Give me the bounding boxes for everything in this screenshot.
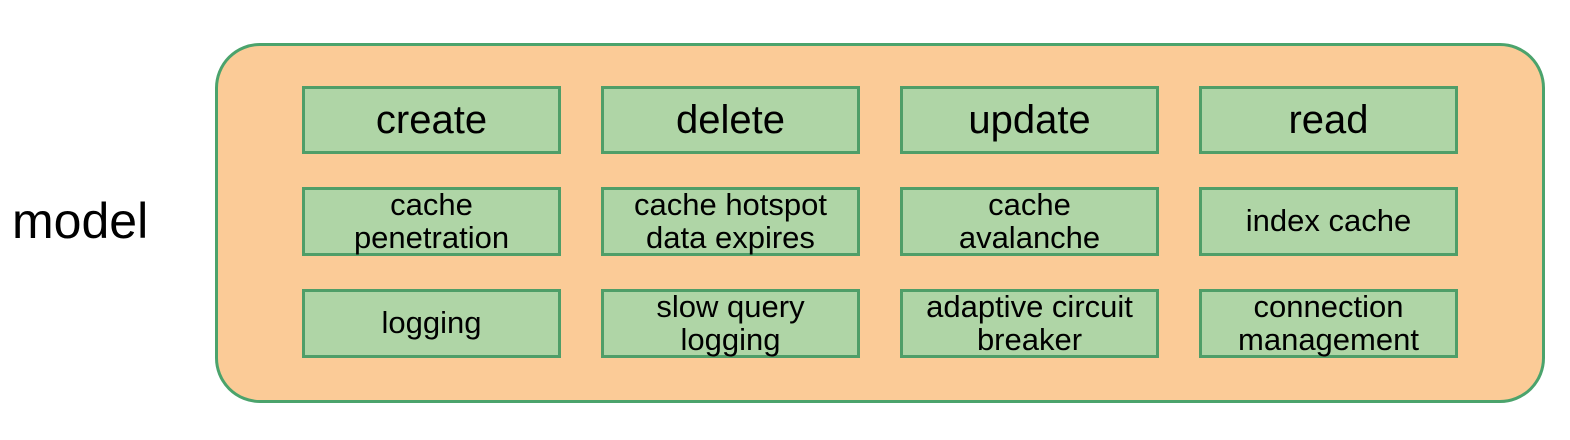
header-cell-delete: delete bbox=[601, 86, 860, 154]
cell-cache-hotspot-data-expires: cache hotspot data expires bbox=[601, 187, 860, 256]
header-cell-create: create bbox=[302, 86, 561, 154]
cell-cache-penetration: cache penetration bbox=[302, 187, 561, 256]
cell-index-cache: index cache bbox=[1199, 187, 1458, 256]
cell-adaptive-circuit-breaker: adaptive circuit breaker bbox=[900, 289, 1159, 358]
cell-connection-management: connection management bbox=[1199, 289, 1458, 358]
model-grid: create delete update read cache penetrat… bbox=[218, 46, 1542, 358]
model-label: model bbox=[12, 193, 149, 249]
model-container: create delete update read cache penetrat… bbox=[215, 43, 1545, 403]
cell-cache-avalanche: cache avalanche bbox=[900, 187, 1159, 256]
cell-logging: logging bbox=[302, 289, 561, 358]
header-cell-update: update bbox=[900, 86, 1159, 154]
cell-slow-query-logging: slow query logging bbox=[601, 289, 860, 358]
header-cell-read: read bbox=[1199, 86, 1458, 154]
